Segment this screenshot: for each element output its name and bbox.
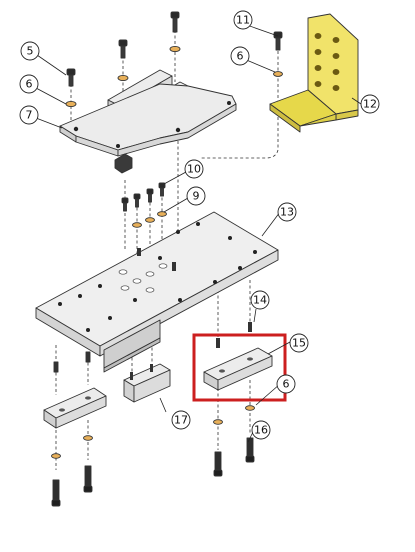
bracket-12 <box>269 13 359 133</box>
callout-5: 5 <box>20 41 40 61</box>
callout-label: 6 <box>237 50 244 63</box>
leader-lines <box>35 23 362 443</box>
base-plate-13 <box>35 211 279 373</box>
washers-top <box>65 45 283 108</box>
washer <box>65 100 77 108</box>
clamp-15 <box>203 322 273 391</box>
callout-label: 6 <box>26 78 33 91</box>
callout-label: 13 <box>280 206 294 219</box>
callout-13: 13 <box>277 202 297 222</box>
washers-9 <box>132 211 167 228</box>
callout-14: 14 <box>250 290 270 310</box>
callout-label: 10 <box>187 163 201 176</box>
callout-6: 6 <box>19 74 39 94</box>
screw-5 <box>66 68 76 87</box>
callout-label: 16 <box>254 424 268 437</box>
callout-15: 15 <box>289 333 309 353</box>
mounting-plate-7 <box>59 83 237 174</box>
callout-label: 11 <box>236 14 250 27</box>
washer <box>273 71 283 77</box>
callout-12: 12 <box>360 94 380 114</box>
callout-label: 5 <box>27 45 34 58</box>
callout-11: 11 <box>233 10 253 30</box>
callout-6c: 6 <box>276 374 296 394</box>
washer <box>169 45 181 53</box>
callout-label: 7 <box>26 109 33 122</box>
screw-top-left <box>118 39 128 59</box>
washer <box>117 74 129 82</box>
screw-11 <box>273 31 283 51</box>
screw-top-center <box>170 11 180 33</box>
callout-label: 12 <box>363 98 377 111</box>
callout-label: 17 <box>174 414 188 427</box>
block-17 <box>123 363 171 403</box>
lower-left-parts <box>43 351 107 507</box>
callout-10: 10 <box>184 159 204 179</box>
callout-16: 16 <box>251 420 271 440</box>
callout-6b: 6 <box>230 46 250 66</box>
callout-label: 15 <box>292 337 306 350</box>
callout-17: 17 <box>171 410 191 430</box>
callout-label: 9 <box>193 190 200 203</box>
callout-label: 14 <box>253 294 267 307</box>
callout-9: 9 <box>186 186 206 206</box>
callout-label: 6 <box>283 378 290 391</box>
callout-7: 7 <box>19 105 39 125</box>
screws-10 <box>121 182 166 212</box>
highlight-box <box>192 333 287 402</box>
